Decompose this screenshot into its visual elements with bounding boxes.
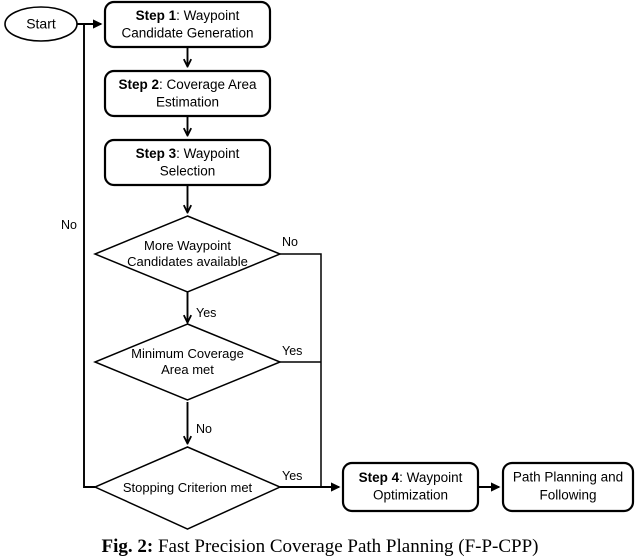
start-label: Start (26, 16, 56, 32)
edge-label-decision2-no: No (196, 422, 212, 436)
edge-decision1-no-rail (280, 253, 322, 487)
node-decision-minimum-coverage-area[interactable]: Minimum Coverage Area met (93, 323, 282, 401)
decision1-line1: More Waypoint (144, 238, 231, 253)
node-decision-more-waypoint-candidates[interactable]: More Waypoint Candidates available (93, 215, 282, 293)
step1-rect-shape (103, 0, 272, 49)
node-step3[interactable]: Step 3: Waypoint Selection (103, 138, 272, 187)
decision1-diamond-shape (93, 215, 282, 293)
figure-caption-prefix: Fig. 2: (101, 536, 154, 557)
final-line2: Following (539, 488, 596, 503)
node-decision-stopping-criterion[interactable]: Stopping Criterion met (93, 446, 282, 530)
decision2-line1: Minimum Coverage (131, 346, 244, 361)
step3-line1: Step 3: Waypoint (136, 146, 240, 161)
step4-bold: Step 4 (359, 470, 400, 485)
decision1-line2: Candidates available (127, 254, 248, 269)
step3-rect-shape (103, 138, 272, 187)
edge-label-decision3-yes: Yes (282, 469, 302, 483)
edge-loopback-no (83, 24, 95, 488)
step1-line2: Candidate Generation (121, 26, 253, 41)
node-step4[interactable]: Step 4: Waypoint Optimization (341, 461, 480, 513)
decision2-diamond-shape (93, 323, 282, 401)
node-start[interactable]: Start (4, 6, 78, 42)
final-rect-shape (501, 461, 635, 513)
step3-line2: Selection (160, 164, 216, 179)
edge-label-loopback-no: No (61, 218, 77, 232)
step2-rect-shape (103, 69, 272, 118)
step2-bold: Step 2 (118, 77, 159, 92)
step1-line1: Step 1: Waypoint (136, 8, 240, 23)
step1-rest: : Waypoint (176, 8, 240, 23)
edge-label-decision1-no: No (282, 235, 298, 249)
step4-rest: : Waypoint (399, 470, 463, 485)
figure-caption: Fig. 2: Fast Precision Coverage Path Pla… (0, 536, 640, 557)
step2-line1: Step 2: Coverage Area (118, 77, 257, 92)
node-step2[interactable]: Step 2: Coverage Area Estimation (103, 69, 272, 118)
step1-bold: Step 1 (136, 8, 177, 23)
decision3-line1: Stopping Criterion met (123, 480, 253, 495)
step4-line1: Step 4: Waypoint (359, 470, 463, 485)
final-line1: Path Planning and (513, 470, 623, 485)
decision3-diamond-shape (93, 446, 282, 530)
step3-bold: Step 3 (136, 146, 177, 161)
step2-line2: Estimation (156, 95, 219, 110)
figure-caption-text: Fast Precision Coverage Path Planning (F… (157, 536, 539, 557)
step4-rect-shape (341, 461, 480, 513)
edge-label-decision1-yes: Yes (196, 306, 216, 320)
edge-label-decision2-yes: Yes (282, 344, 302, 358)
step4-line2: Optimization (373, 488, 448, 503)
step2-rest: : Coverage Area (159, 77, 257, 92)
start-ellipse-shape (4, 6, 78, 42)
decision2-line2: Area met (161, 362, 214, 377)
node-path-planning-following[interactable]: Path Planning and Following (501, 461, 635, 513)
node-step1[interactable]: Step 1: Waypoint Candidate Generation (103, 0, 272, 49)
step3-rest: : Waypoint (176, 146, 240, 161)
